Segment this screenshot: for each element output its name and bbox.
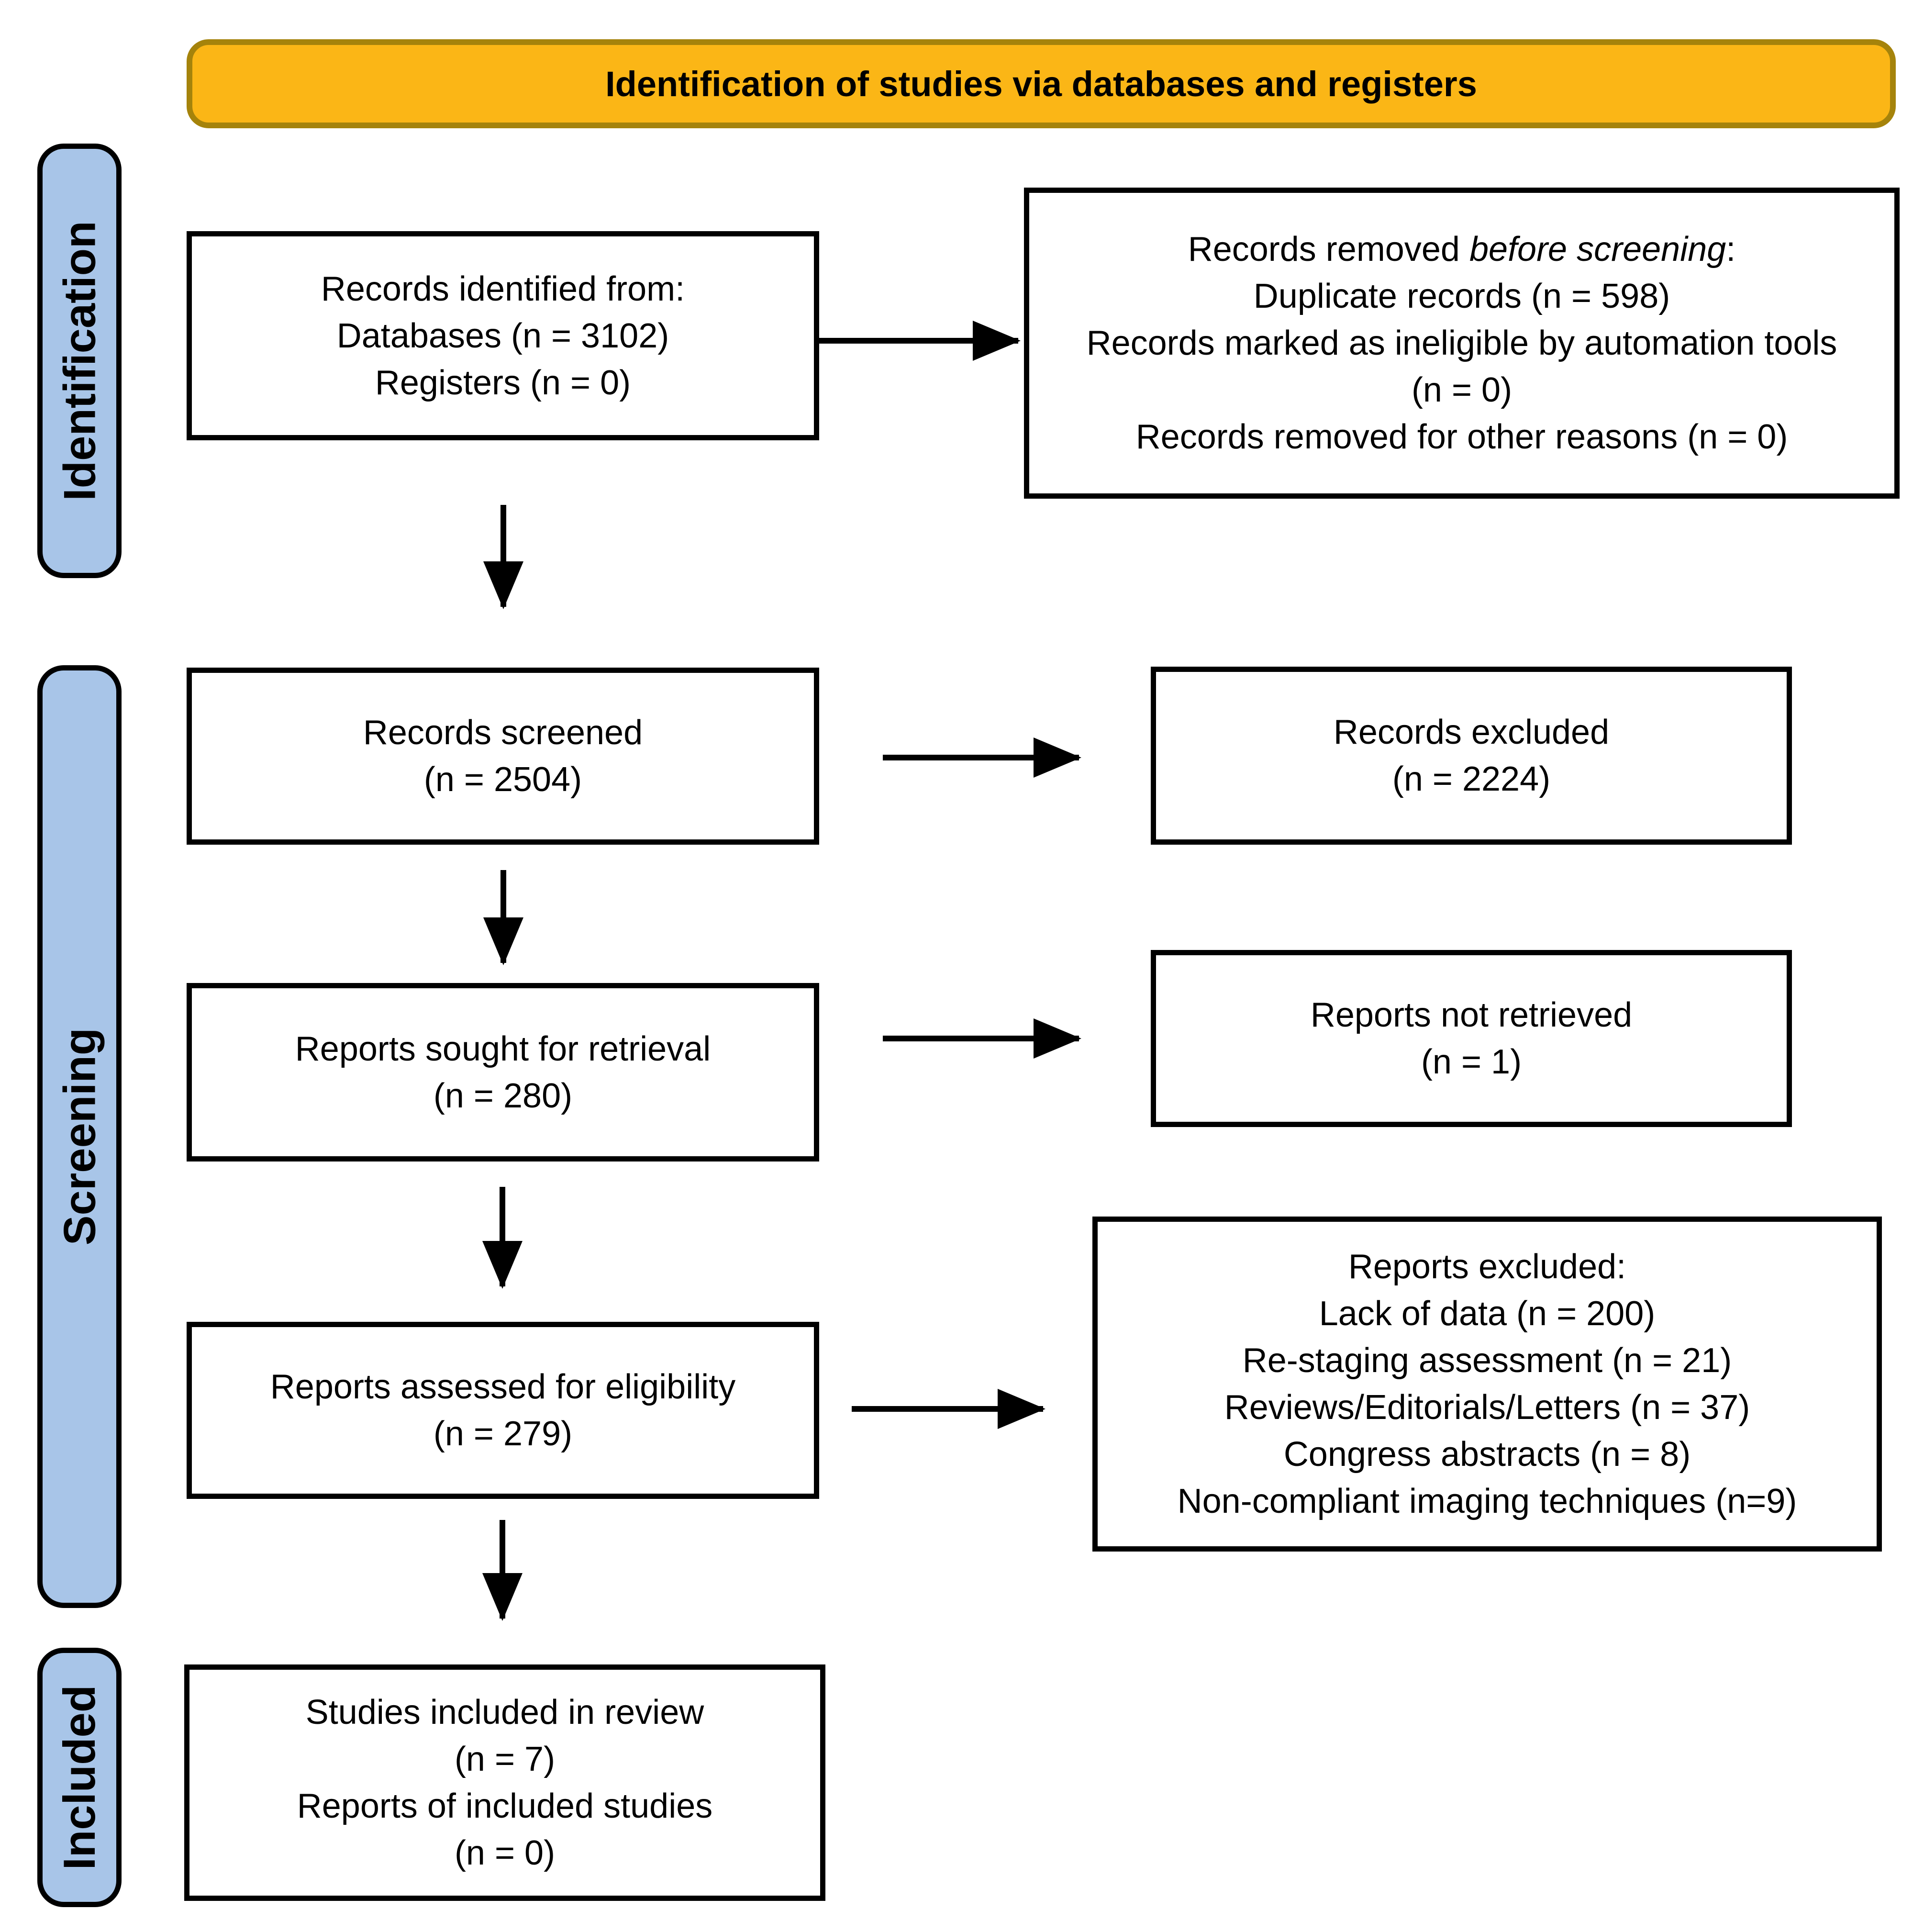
- box-line: Reviews/Editorials/Letters (n = 37): [1224, 1388, 1750, 1427]
- box-line: Databases (n = 3102): [336, 316, 669, 355]
- stage-label-screening: Screening: [37, 665, 122, 1608]
- box-records-identified: Records identified from: Databases (n = …: [187, 231, 819, 440]
- box-line: (n = 280): [433, 1076, 573, 1115]
- box-line: Reports not retrieved: [1310, 996, 1633, 1034]
- stage-identification-text: Identification: [54, 221, 105, 501]
- box-reports-excluded: Reports excluded: Lack of data (n = 200)…: [1092, 1217, 1882, 1552]
- box-line: Records excluded: [1333, 713, 1610, 751]
- box-line: (n = 2504): [423, 760, 582, 799]
- box-line: Records removed before screening:: [1188, 226, 1736, 273]
- stage-included-text: Included: [54, 1685, 104, 1870]
- box-line: Registers (n = 0): [375, 363, 631, 402]
- box-line: (n = 2224): [1392, 760, 1551, 798]
- removed-suffix: :: [1726, 230, 1736, 268]
- box-reports-not-retrieved: Reports not retrieved (n = 1): [1151, 950, 1792, 1127]
- box-line: Re-staging assessment (n = 21): [1242, 1341, 1732, 1380]
- banner-title: Identification of studies via databases …: [605, 64, 1477, 104]
- box-records-removed-before-screening: Records removed before screening: Duplic…: [1024, 188, 1900, 499]
- box-line: Non-compliant imaging techniques (n=9): [1177, 1482, 1797, 1520]
- removed-italic: before screening: [1469, 230, 1726, 268]
- box-line: Records marked as ineligible by automati…: [1086, 324, 1837, 409]
- box-records-screened: Records screened (n = 2504): [187, 668, 819, 845]
- stage-screening-text: Screening: [54, 1027, 104, 1246]
- stage-label-identification: Identification: [37, 144, 122, 578]
- box-line: Records screened: [363, 714, 643, 752]
- removed-prefix: Records removed: [1188, 230, 1469, 268]
- box-line: Records identified from:: [321, 269, 685, 308]
- box-line: Congress abstracts (n = 8): [1283, 1435, 1691, 1474]
- box-line: (n = 279): [433, 1415, 573, 1453]
- box-line: Duplicate records (n = 598): [1253, 277, 1670, 315]
- box-line: Reports assessed for eligibility: [270, 1368, 736, 1406]
- box-reports-assessed: Reports assessed for eligibility (n = 27…: [187, 1322, 819, 1499]
- box-line: Lack of data (n = 200): [1319, 1295, 1656, 1333]
- box-reports-sought: Reports sought for retrieval (n = 280): [187, 983, 819, 1161]
- stage-label-included: Included: [37, 1648, 122, 1907]
- box-line: Reports excluded:: [1348, 1248, 1626, 1286]
- box-line: Records removed for other reasons (n = 0…: [1135, 418, 1788, 456]
- box-line: Studies included in review: [305, 1693, 704, 1731]
- box-line: Reports of included studies: [297, 1787, 713, 1825]
- box-line: (n = 0): [454, 1834, 556, 1872]
- box-records-excluded: Records excluded (n = 2224): [1151, 667, 1792, 845]
- banner-identification-of-studies: Identification of studies via databases …: [187, 39, 1896, 128]
- box-line: (n = 1): [1421, 1043, 1522, 1081]
- box-line: (n = 7): [454, 1740, 556, 1778]
- box-studies-included: Studies included in review (n = 7) Repor…: [184, 1664, 825, 1901]
- box-line: Reports sought for retrieval: [295, 1029, 711, 1068]
